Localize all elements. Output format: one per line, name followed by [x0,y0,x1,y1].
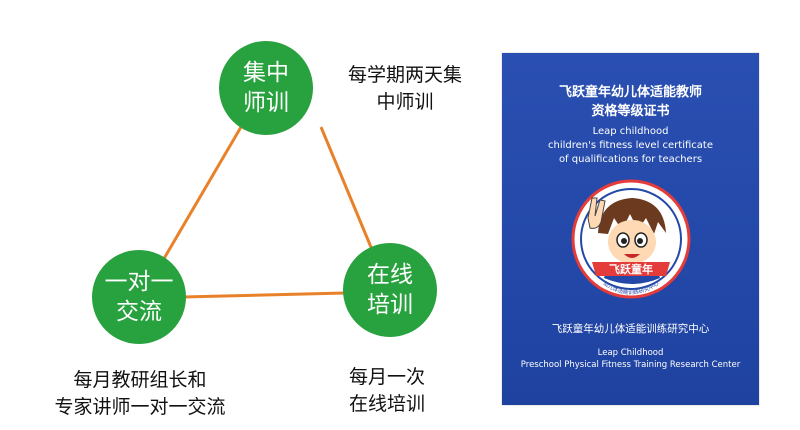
edge-left-right [182,291,346,299]
teacher-certificate: 飞跃童年幼儿体适能教师 资格等级证书 Leap childhood childr… [502,53,759,405]
certificate-en-center: Leap Childhood Preschool Physical Fitnes… [502,347,759,371]
caption-left: 每月教研组长和 专家讲师一对一交流 [30,367,250,421]
caption-left-line1: 每月教研组长和 [73,369,207,391]
node-right-label: 在线 培训 [335,260,445,320]
certificate-en-title-line2: children's fitness level certificate [548,140,713,151]
node-top-line2: 师训 [243,90,289,116]
mascot-emblem-icon: 飞跃童年 幼儿体适能训练研究中心 [571,179,691,299]
node-left-line2: 交流 [116,299,162,325]
caption-top-line2: 中师训 [376,91,434,113]
node-right-line2: 培训 [367,292,413,318]
certificate-en-title-line1: Leap childhood [592,126,669,137]
node-top-line1: 集中 [243,60,289,86]
edge-top-right [319,126,375,253]
certificate-en-center-line1: Leap Childhood [597,348,664,358]
certificate-cn-title-line1: 飞跃童年幼儿体适能教师 [558,85,702,100]
node-top-label: 集中 师训 [211,58,321,118]
caption-top: 每学期两天集 中师训 [335,62,475,116]
certificate-cn-title-line2: 资格等级证书 [591,104,670,119]
caption-left-line2: 专家讲师一对一交流 [54,396,226,418]
node-right-line1: 在线 [367,262,413,288]
certificate-en-title: Leap childhood children's fitness level … [502,125,759,167]
emblem-title: 飞跃童年 [609,262,653,276]
caption-right-line1: 每月一次 [348,366,425,388]
node-left-line1: 一对一 [104,269,174,295]
node-right-circle [343,243,437,337]
caption-right: 每月一次 在线培训 [337,364,437,418]
caption-top-line1: 每学期两天集 [347,64,462,86]
node-top-circle [219,41,313,135]
certificate-en-center-line2: Preschool Physical Fitness Training Rese… [520,360,741,370]
node-left-circle [92,250,186,344]
node-left-label: 一对一 交流 [84,267,194,327]
caption-right-line2: 在线培训 [348,393,425,415]
edge-top-left [160,126,243,263]
certificate-cn-title: 飞跃童年幼儿体适能教师 资格等级证书 [502,83,759,121]
certificate-cn-center: 飞跃童年幼儿体适能训练研究中心 [551,323,710,335]
certificate-en-title-line3: of qualifications for teachers [558,154,703,165]
